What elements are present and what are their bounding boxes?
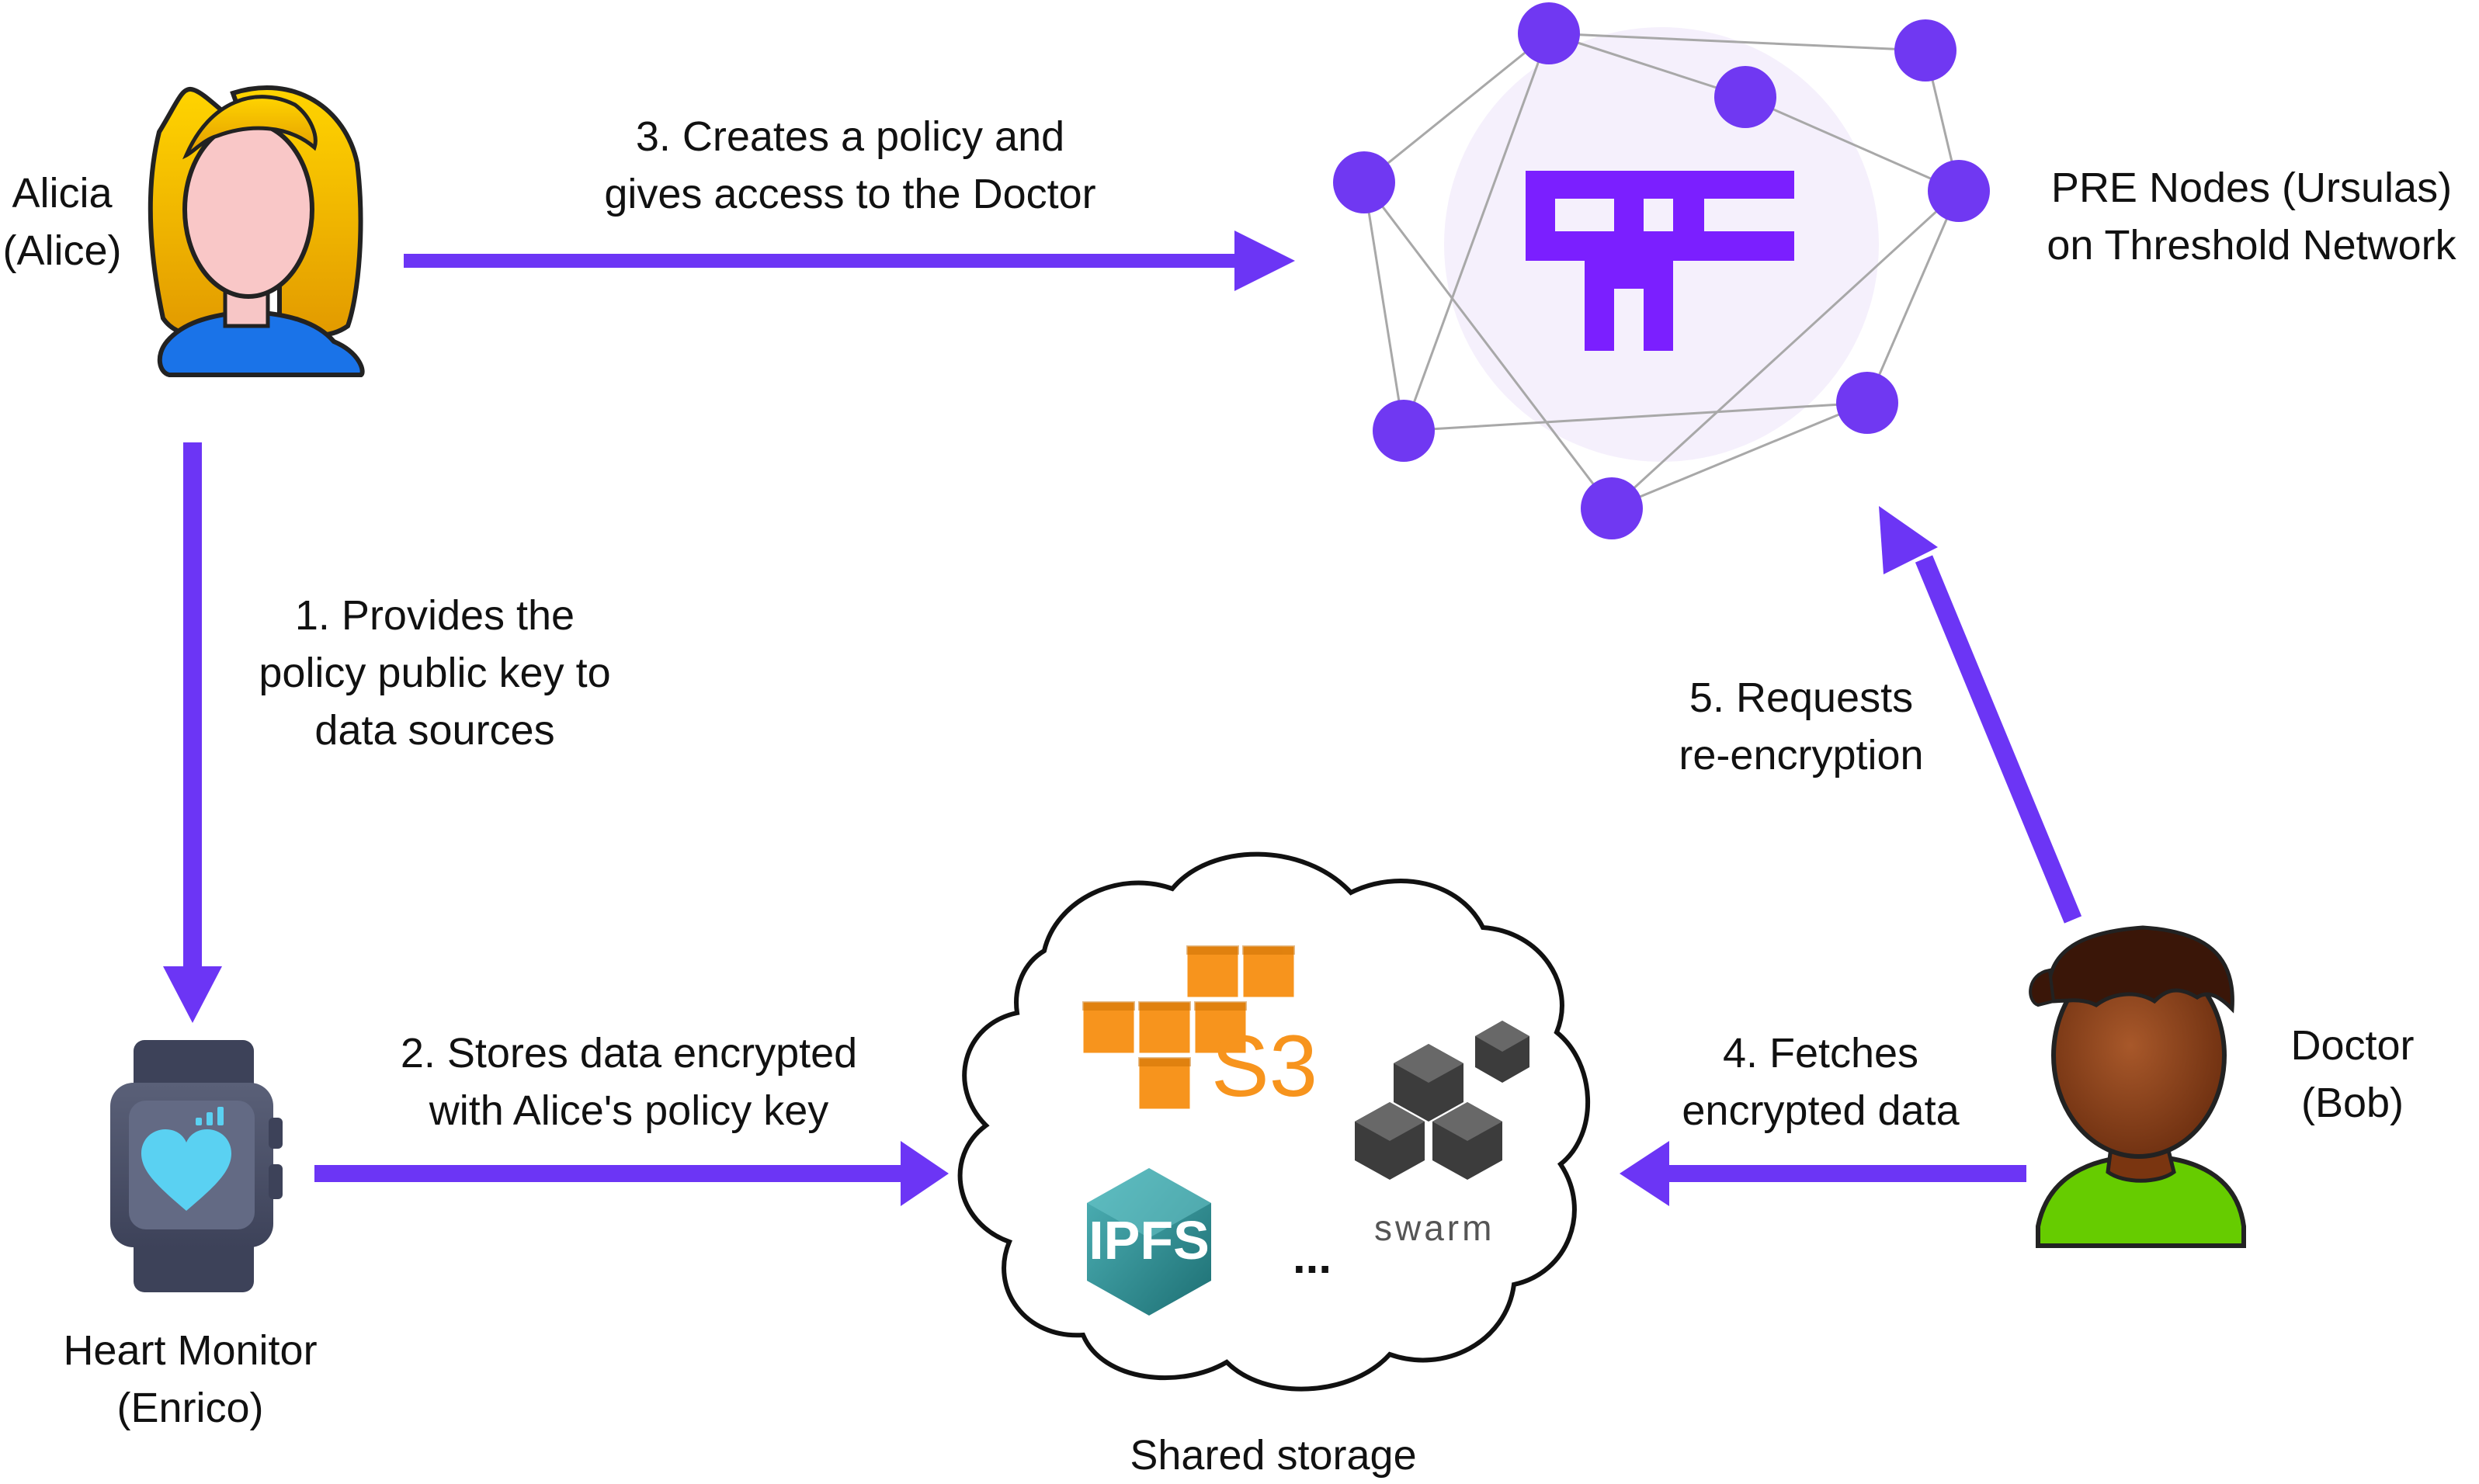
- step2-line1: 2. Stores data encrypted: [400, 1030, 858, 1077]
- aws-s3-icon: S3: [1081, 944, 1318, 1115]
- step3-line1: 3. Creates a policy and: [635, 113, 1065, 160]
- step3-label: 3. Creates a policy and gives access to …: [559, 108, 1141, 223]
- step5-label: 5. Requests re-encryption: [1646, 669, 1956, 784]
- step1-line3: data sources: [314, 707, 555, 754]
- enrico-label: Heart Monitor (Enrico): [31, 1322, 349, 1437]
- step1-line2: policy public key to: [259, 650, 611, 696]
- bob-name: Doctor: [2290, 1022, 2415, 1069]
- step1-label: 1. Provides the policy public key to dat…: [217, 587, 652, 759]
- step4-label: 4. Fetches encrypted data: [1646, 1025, 1995, 1139]
- network-node: [1333, 151, 1395, 213]
- network-node: [1928, 160, 1990, 222]
- ipfs-icon: IPFS: [1087, 1168, 1211, 1316]
- heart-monitor-icon: [110, 1040, 283, 1292]
- swarm-icon: swarm: [1355, 1021, 1529, 1248]
- network-node: [1714, 66, 1776, 128]
- s3-label: S3: [1211, 1018, 1318, 1115]
- bob-alias: (Bob): [2300, 1080, 2404, 1126]
- network-node: [1518, 2, 1580, 64]
- step5-line2: re-encryption: [1679, 732, 1924, 778]
- step1-line1: 1. Provides the: [294, 592, 575, 639]
- network-node: [1373, 400, 1435, 462]
- network-nodes: [1333, 2, 1990, 539]
- pre-network: [1333, 2, 1990, 539]
- step3-line2: gives access to the Doctor: [604, 171, 1096, 217]
- storage-title: Shared storage: [1130, 1432, 1417, 1479]
- network-label: PRE Nodes (Ursulas) on Threshold Network: [2026, 159, 2477, 274]
- storage-more-label: ...: [1293, 1231, 1332, 1283]
- step4-line2: encrypted data: [1682, 1087, 1960, 1134]
- arrow-step2: [314, 1141, 949, 1206]
- step4-line1: 4. Fetches: [1722, 1030, 1919, 1077]
- network-title: PRE Nodes (Ursulas): [2050, 165, 2453, 211]
- network-node: [1836, 372, 1898, 434]
- step5-line1: 5. Requests: [1689, 674, 1914, 721]
- network-node: [1581, 477, 1643, 539]
- arrow-step3: [404, 231, 1295, 291]
- alice-alias: (Alice): [2, 227, 122, 274]
- enrico-alias: (Enrico): [116, 1385, 264, 1431]
- swarm-label: swarm: [1374, 1208, 1495, 1248]
- network-node: [1894, 19, 1956, 81]
- arrow-step1: [163, 442, 222, 1023]
- network-subtitle: on Threshold Network: [2047, 222, 2456, 269]
- network-edges: [1363, 32, 1960, 510]
- storage-label: Shared storage: [1040, 1427, 1506, 1484]
- bob-label: Doctor (Bob): [2252, 1017, 2453, 1132]
- threshold-logo-icon: [1526, 171, 1794, 351]
- alice-name: Alicia: [12, 170, 113, 217]
- step2-line2: with Alice's policy key: [429, 1087, 829, 1134]
- alice-label: Alicia (Alice): [0, 165, 124, 279]
- arrow-step4: [1620, 1141, 2026, 1206]
- alice-avatar-icon: [148, 85, 365, 377]
- arrow-step5: [1879, 506, 2082, 924]
- ipfs-label: IPFS: [1088, 1210, 1210, 1271]
- enrico-name: Heart Monitor: [63, 1327, 318, 1374]
- doctor-avatar-icon: [2029, 925, 2246, 1248]
- step2-label: 2. Stores data encrypted with Alice's po…: [349, 1025, 908, 1139]
